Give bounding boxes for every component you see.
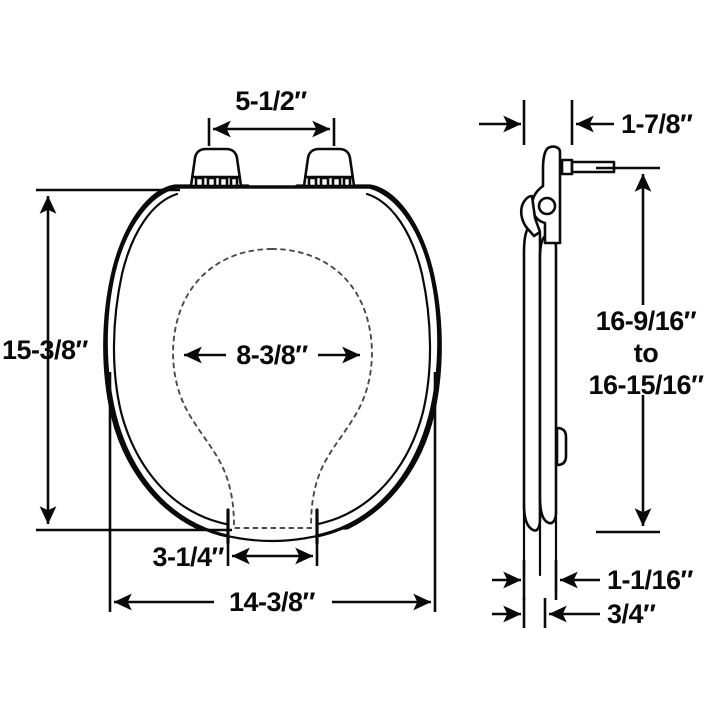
dim-label-front-gap: 3-1/4″	[153, 542, 225, 572]
front-top-view-group	[103, 147, 442, 548]
seat-bottom-arc	[203, 527, 342, 543]
hinge-cap-right	[302, 147, 356, 188]
dimension-lid-thickness: 1-1/16″	[492, 560, 694, 600]
dim-label-mount-range-top: 16-9/16″	[596, 306, 697, 336]
dimension-seat-thickness: 3/4″	[492, 598, 657, 629]
dim-label-lid-thickness: 1-1/16″	[607, 565, 694, 595]
dim-label-mount-range-join: to	[634, 338, 658, 368]
seat-opening-hidden-outline	[172, 248, 373, 529]
dimension-mount-range: 16-9/16″ to 16-15/16″	[570, 166, 720, 534]
seat-ring-profile	[538, 233, 558, 525]
dimension-opening-width: 8-3/8″	[183, 340, 361, 370]
dim-label-opening-width: 8-3/8″	[236, 340, 308, 370]
dim-label-seat-thickness: 3/4″	[607, 599, 656, 629]
dimension-seat-width: 14-3/8″ 14-3/8″	[108, 372, 437, 617]
dimension-hinge-offset: 1-7/8″	[479, 100, 694, 145]
dim-label-hinge-offset: 1-7/8″	[621, 109, 693, 139]
hinge-assembly	[519, 145, 616, 245]
hinge-cap-left	[189, 147, 243, 188]
dim-label-mount-range-bottom: 16-15/16″	[588, 370, 704, 400]
dim-label-hinge-spacing: 5-1/2″	[235, 86, 307, 116]
lid-profile	[522, 223, 542, 532]
side-profile-view-group	[519, 145, 616, 594]
dim-label-seat-length: 15-3/8″	[2, 335, 89, 365]
seat-bumper-nub	[555, 426, 568, 467]
dimension-hinge-spacing: 5-1/2″	[207, 86, 336, 146]
dimension-front-gap: 3-1/4″	[153, 528, 319, 572]
dimension-seat-length: 15-3/8″	[2, 188, 232, 532]
dim-label-seat-width-top: 14-3/8″	[229, 587, 316, 617]
